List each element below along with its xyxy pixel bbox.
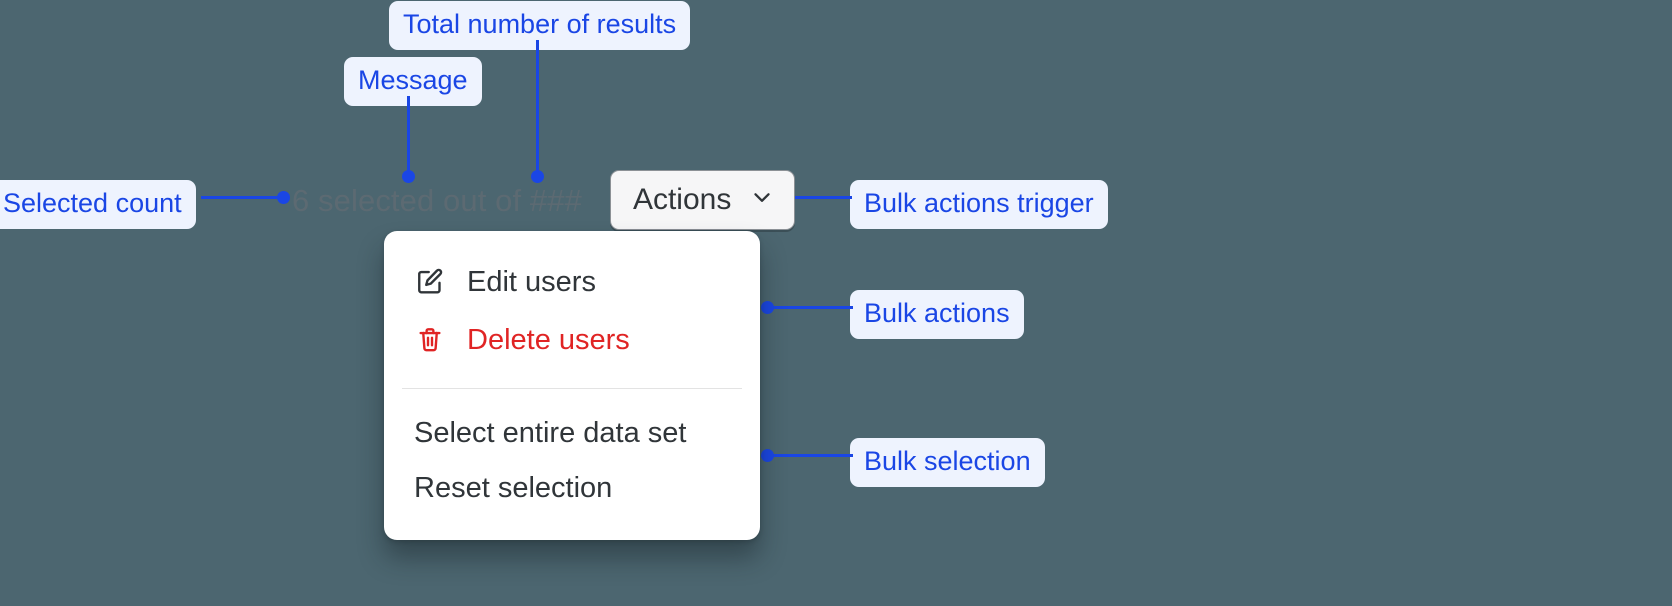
menu-item-select-entire-data-set[interactable]: Select entire data set: [384, 406, 760, 461]
edit-pencil-square-icon: [414, 266, 446, 298]
connector-bulk-actions-trigger: [762, 196, 852, 199]
connector-selected-count: [201, 196, 286, 199]
anchor-dot-bulk-selection: [761, 449, 774, 462]
annotation-bulk-actions: Bulk actions: [850, 290, 1024, 339]
menu-item-label: Reset selection: [414, 472, 613, 504]
anchor-dot-bulk-actions: [761, 301, 774, 314]
connector-bulk-actions: [765, 306, 853, 309]
annotation-bulk-actions-trigger: Bulk actions trigger: [850, 180, 1108, 229]
menu-item-label: Select entire data set: [414, 417, 687, 449]
menu-separator: [402, 388, 742, 389]
connector-total-number-of-results: [536, 40, 539, 178]
chevron-down-icon: [749, 184, 775, 215]
connector-message: [407, 96, 410, 178]
menu-item-reset-selection[interactable]: Reset selection: [384, 461, 760, 516]
bulk-actions-trigger-button[interactable]: Actions: [609, 170, 796, 230]
annotation-bulk-selection: Bulk selection: [850, 438, 1045, 487]
connector-bulk-selection: [765, 454, 853, 457]
anchor-dot-total-number-of-results: [531, 170, 544, 183]
bulk-actions-dropdown-menu: Edit users Delete users Select entire da…: [384, 231, 760, 540]
menu-item-label: Edit users: [467, 265, 596, 298]
anchor-dot-selected-count: [277, 191, 290, 204]
bulk-selection-bar: 6 selected out of ### Actions: [292, 170, 796, 230]
anchor-dot-message: [402, 170, 415, 183]
annotation-total-number-of-results: Total number of results: [389, 1, 691, 50]
annotation-selected-count: Selected count: [0, 180, 196, 229]
selected-count-message: 6 selected out of ###: [292, 182, 582, 218]
actions-button-label: Actions: [632, 182, 732, 216]
annotation-message: Message: [344, 57, 482, 106]
menu-item-edit-users[interactable]: Edit users: [384, 253, 760, 311]
trash-icon: [414, 324, 446, 356]
menu-item-delete-users[interactable]: Delete users: [384, 311, 760, 369]
menu-item-label: Delete users: [467, 323, 630, 356]
